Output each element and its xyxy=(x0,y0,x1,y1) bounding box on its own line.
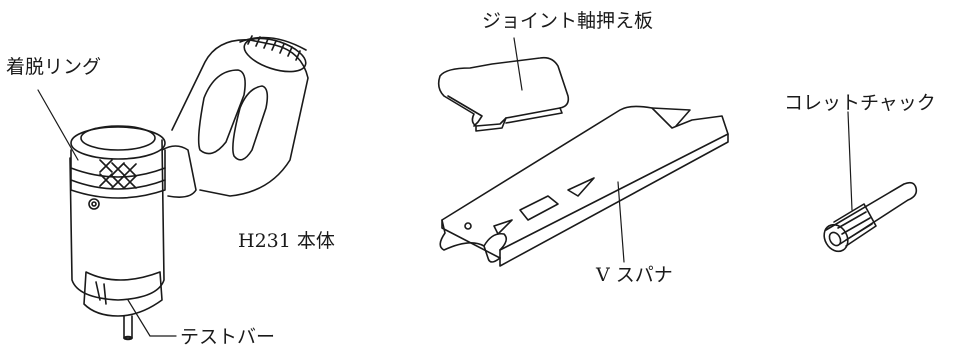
label-v-spanner: V スパナ xyxy=(596,264,673,286)
spanner-hole-3 xyxy=(494,220,512,234)
body-screw xyxy=(89,199,99,209)
v-spanner-drawing xyxy=(440,106,728,266)
body-slot-2 xyxy=(233,86,267,160)
leader-v-spanner xyxy=(618,182,624,262)
label-collet-chuck: コレットチャック xyxy=(784,92,936,114)
spanner-hole-1 xyxy=(568,178,594,196)
label-h231-body: H231 本体 xyxy=(238,230,335,252)
h231-body-drawing xyxy=(70,32,310,340)
ring-knurl xyxy=(100,160,136,176)
label-test-bar: テストバー xyxy=(180,326,276,348)
leader-collet-chuck xyxy=(848,112,852,210)
body-slot-1 xyxy=(199,70,245,154)
body-front-cylinder xyxy=(70,126,196,316)
leader-release-ring xyxy=(38,90,78,160)
spanner-hole-2 xyxy=(520,196,558,220)
body-rear-cylinder xyxy=(172,32,310,196)
leader-joint-plate xyxy=(514,38,522,90)
joint-plate-drawing xyxy=(439,58,569,131)
leader-test-bar xyxy=(128,300,176,336)
label-joint-plate: ジョイント軸押え板 xyxy=(482,10,654,32)
collet-front xyxy=(819,220,852,255)
leader-lines xyxy=(38,38,852,336)
spanner-hole-4 xyxy=(465,223,471,229)
collet-chuck-drawing xyxy=(819,183,916,256)
ring-top xyxy=(71,127,165,159)
label-release-ring: 着脱リング xyxy=(6,56,102,78)
test-bar-drawing xyxy=(124,316,132,340)
